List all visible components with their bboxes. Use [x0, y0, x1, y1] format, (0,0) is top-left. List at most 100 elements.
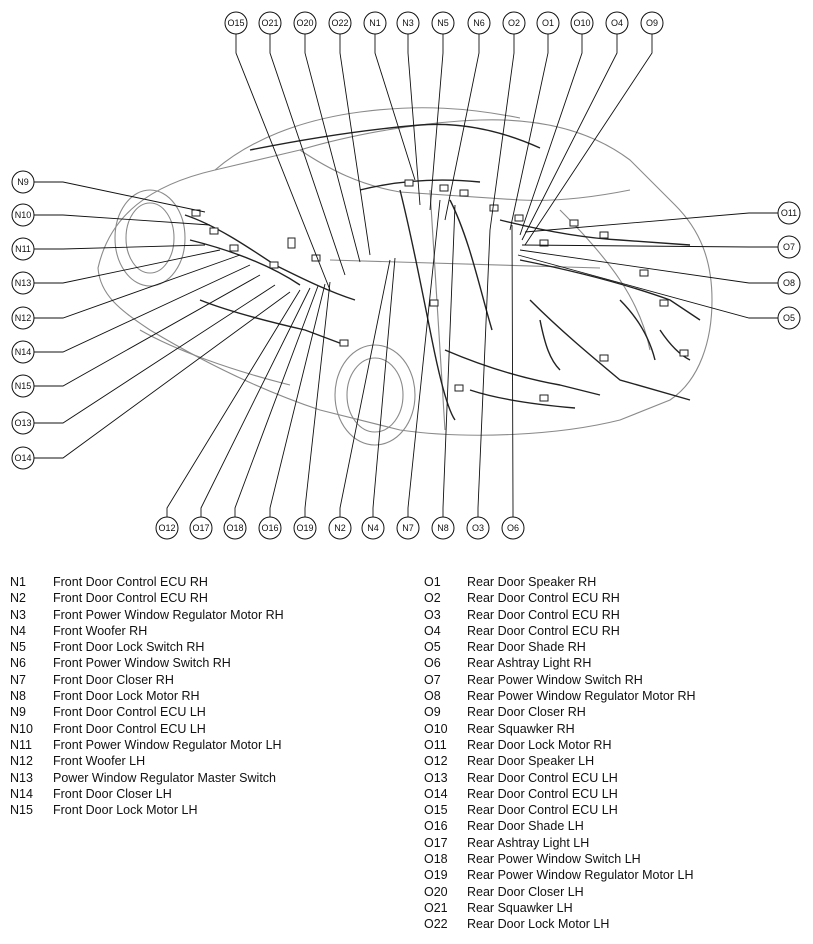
legend-code: O4: [424, 623, 441, 638]
legend-label: Rear Door Lock Motor LH: [467, 917, 610, 932]
callout-circle: [155, 516, 179, 540]
callout-circle: [501, 516, 525, 540]
callout-o3: O3: [466, 516, 490, 540]
callout-label: O13: [14, 418, 31, 428]
legend-label: Front Door Control ECU LH: [53, 705, 206, 720]
leader-line-n1: [374, 34, 416, 181]
callout-label: N10: [15, 210, 32, 220]
callout-circle: [431, 516, 455, 540]
legend-code: N3: [10, 607, 26, 622]
leader-line-n3: [407, 34, 421, 206]
legend-code: O11: [424, 737, 447, 752]
callout-circle: [189, 516, 213, 540]
leader-line-o21: [269, 34, 346, 276]
legend-code: N13: [10, 770, 33, 785]
legend-code: N6: [10, 656, 26, 671]
callout-label: N14: [15, 347, 32, 357]
legend-code: O22: [424, 917, 448, 932]
legend-label: Rear Door Speaker RH: [467, 575, 597, 589]
callout-circle: [258, 516, 282, 540]
leader-line-o2: [489, 34, 515, 231]
leader-line-n9: [34, 181, 206, 213]
callout-label: O14: [14, 453, 31, 463]
callout-circle: [11, 306, 35, 330]
leader-line-o6: [511, 224, 514, 517]
callout-o22: O22: [328, 11, 352, 35]
leader-line-o7: [521, 244, 778, 248]
legend-label: Rear Door Control ECU LH: [467, 786, 618, 801]
callout-o1: O1: [536, 11, 560, 35]
legend-label: Front Door Control ECU RH: [53, 591, 208, 606]
legend-label: Rear Door Lock Motor RH: [467, 737, 612, 752]
leader-line-o18: [234, 285, 319, 517]
callout-circle: [466, 516, 490, 540]
callout-o9: O9: [640, 11, 664, 35]
legend-code: O3: [424, 607, 441, 622]
callout-n13: N13: [11, 271, 35, 295]
callout-o5: O5: [777, 306, 801, 330]
callout-label: O20: [296, 18, 313, 28]
callout-circle: [11, 374, 35, 398]
legend-code: O20: [424, 884, 448, 899]
callout-o2: O2: [502, 11, 526, 35]
legend-label: Front Door Closer RH: [53, 672, 174, 687]
callout-n14: N14: [11, 340, 35, 364]
legend-code: N10: [10, 721, 33, 736]
legend-row-o22: O22 Rear Door Lock Motor LH: [424, 916, 696, 932]
legend-code: O6: [424, 656, 441, 671]
callout-o8: O8: [777, 271, 801, 295]
leader-line-n7: [407, 199, 441, 517]
callout-label: O8: [783, 278, 795, 288]
callout-n12: N12: [11, 306, 35, 330]
legend-label: Front Door Lock Switch RH: [53, 640, 205, 655]
leader-line-n11: [34, 244, 206, 250]
callout-label: O5: [783, 313, 795, 323]
leader-line-n2: [339, 259, 391, 517]
callout-label: O17: [192, 523, 209, 533]
callout-n11: N11: [11, 237, 35, 261]
callout-label: O16: [261, 523, 278, 533]
legend-code: O19: [424, 868, 448, 883]
legend-code: O21: [424, 900, 448, 915]
callout-n4: N4: [361, 516, 385, 540]
callout-circle: [328, 516, 352, 540]
legend-code: N1: [10, 575, 26, 589]
legend-code: O18: [424, 852, 448, 867]
callout-label: O19: [296, 523, 313, 533]
wheel-rear-left: [334, 344, 416, 446]
callout-label: O4: [611, 18, 623, 28]
leader-line-n14: [34, 264, 251, 353]
callout-label: O6: [507, 523, 519, 533]
callout-circle: [361, 516, 385, 540]
legend-label: Front Power Window Regulator Motor LH: [53, 737, 282, 752]
legend-label: Front Door Closer LH: [53, 786, 172, 801]
leader-line-n6: [444, 34, 480, 221]
callout-label: O7: [783, 242, 795, 252]
legend-code: O12: [424, 754, 448, 769]
leader-line-o14: [34, 291, 291, 459]
legend-label: Rear Power Window Switch LH: [467, 852, 641, 867]
legend-label: Rear Door Control ECU LH: [467, 770, 618, 785]
callout-label: N5: [437, 18, 449, 28]
callout-label: N7: [402, 523, 414, 533]
callout-leader-lines: [34, 34, 778, 517]
callout-o15: O15: [224, 11, 248, 35]
callout-label: O2: [508, 18, 520, 28]
legend-code: O9: [424, 705, 441, 720]
callout-circle: [502, 11, 526, 35]
callout-o17: O17: [189, 516, 213, 540]
